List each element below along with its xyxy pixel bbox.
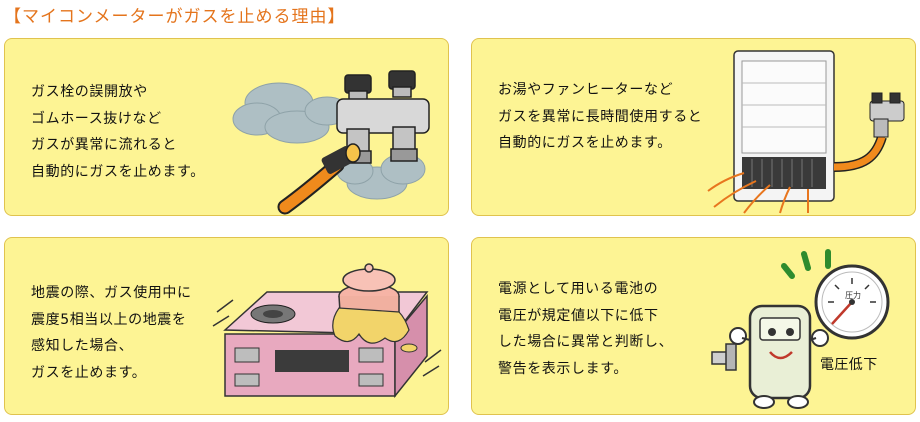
- card-text-line: 電圧が規定値以下に低下: [498, 307, 659, 324]
- card-text-line: 自動的にガスを止めます。: [31, 163, 205, 180]
- card-text-line: 感知した場合、: [31, 338, 134, 354]
- card-text-line: した場合に異常と判断し、: [498, 334, 674, 350]
- card-text: 地震の際、ガス使用中に 震度5相当以上の地震を 感知した場合、 ガスを止めます。: [31, 280, 192, 386]
- gauge-dial-label: 圧力: [845, 290, 861, 300]
- gauge-caption: 電圧低下: [820, 357, 878, 373]
- card-text-line: ゴムホース抜けなど: [31, 110, 162, 127]
- card-text-line: お湯やファンヒーターなど: [498, 82, 674, 98]
- gas-valve-leak-icon: [232, 70, 430, 215]
- fan-heater-icon: [707, 50, 905, 214]
- card-text-line: 地震の際、ガス使用中に: [31, 285, 192, 301]
- card-text-line: ガスを止めます。: [31, 364, 147, 381]
- card-text-line: ガスを異常に長時間使用すると: [498, 108, 703, 125]
- gas-stove-pot-icon: [212, 263, 442, 399]
- reason-card-gas-leak: ガス栓の誤開放や ゴムホース抜けなど ガスが異常に流れると 自動的にガスを止めま…: [4, 38, 449, 216]
- card-text-line: 警告を表示します。: [498, 360, 628, 377]
- reason-card-low-battery: 電源として用いる電池の 電圧が規定値以下に低下 した場合に異常と判断し、 警告を…: [471, 237, 916, 415]
- card-text-line: ガス栓の誤開放や: [31, 84, 148, 100]
- page-title: 【マイコンメーターがガスを止める理由】: [4, 7, 346, 27]
- meter-battery-gauge-icon: 圧力: [711, 249, 890, 409]
- card-text-line: 自動的にガスを止めます。: [498, 135, 672, 151]
- card-text: お湯やファンヒーターなど ガスを異常に長時間使用すると 自動的にガスを止めます。: [498, 77, 702, 157]
- card-text: ガス栓の誤開放や ゴムホース抜けなど ガスが異常に流れると 自動的にガスを止めま…: [31, 79, 205, 185]
- reason-card-long-use: お湯やファンヒーターなど ガスを異常に長時間使用すると 自動的にガスを止めます。: [471, 38, 916, 216]
- card-text-line: ガスが異常に流れると: [31, 137, 177, 153]
- card-text-line: 電源として用いる電池の: [498, 281, 659, 297]
- card-text-line: 震度5相当以上の地震を: [31, 311, 187, 328]
- reason-card-earthquake: 地震の際、ガス使用中に 震度5相当以上の地震を 感知した場合、 ガスを止めます。: [4, 237, 449, 415]
- card-text: 電源として用いる電池の 電圧が規定値以下に低下 した場合に異常と判断し、 警告を…: [498, 276, 673, 382]
